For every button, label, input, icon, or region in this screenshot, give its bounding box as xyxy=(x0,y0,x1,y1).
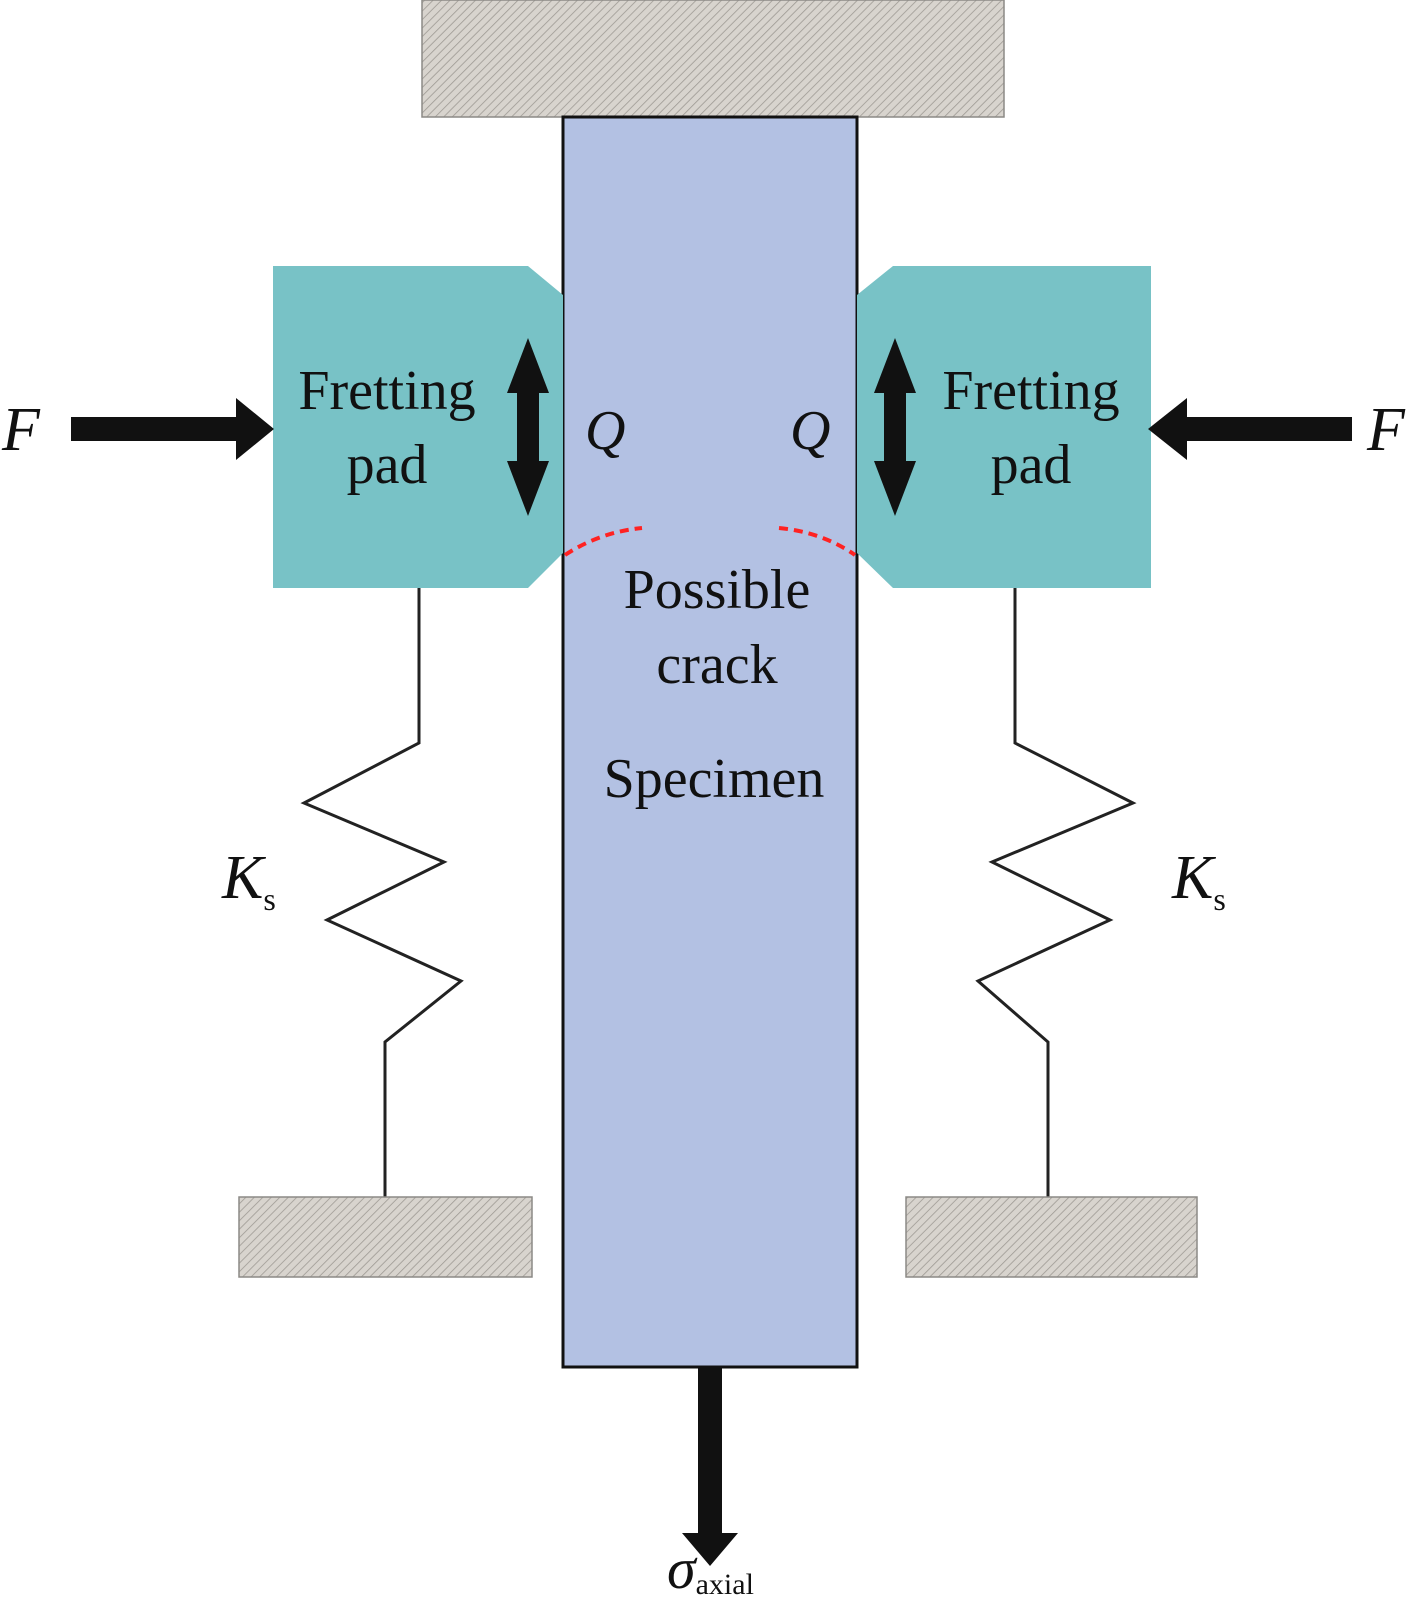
force-left-label: F xyxy=(1,396,41,464)
fretting-pad-left xyxy=(273,266,563,588)
force-right-label: F xyxy=(1366,396,1406,464)
spring-right-label-main: K xyxy=(1171,844,1217,912)
ground-block-right xyxy=(905,1196,1198,1278)
crack-line-right xyxy=(778,526,857,557)
spring-left-label-main: K xyxy=(221,844,267,912)
axial-stress-label-main: σ xyxy=(667,1536,698,1598)
pad-right-label-line1: Fretting xyxy=(942,360,1119,422)
pad-left-label-line2: pad xyxy=(347,434,428,496)
pad-right-label-line2: pad xyxy=(991,434,1072,496)
spring-left-label: Ks xyxy=(221,844,276,917)
fretting-pad-right xyxy=(857,266,1151,588)
spring-left-label-sub: s xyxy=(263,881,275,917)
tangential-arrow-left xyxy=(507,338,549,516)
specimen-bar xyxy=(561,115,859,1369)
pad-left-label-line1: Fretting xyxy=(298,360,475,422)
crack-label-line2: crack xyxy=(656,634,777,696)
force-arrow-left xyxy=(71,398,274,460)
spring-right-label: Ks xyxy=(1171,844,1226,917)
spring-right-label-sub: s xyxy=(1213,881,1225,917)
axial-stress-label: σaxial xyxy=(667,1536,754,1598)
crack-label-line1: Possible xyxy=(624,559,811,621)
ground-block-left xyxy=(238,1196,533,1278)
axial-stress-label-sub: axial xyxy=(696,1568,754,1598)
axial-stress-arrow xyxy=(682,1367,738,1566)
spring-left xyxy=(300,588,464,1197)
tangential-arrow-right xyxy=(874,338,916,516)
tangential-right-label: Q xyxy=(790,400,830,462)
spring-right xyxy=(975,588,1137,1197)
specimen-label: Specimen xyxy=(604,748,825,810)
tangential-left-label: Q xyxy=(585,400,625,462)
force-arrow-right xyxy=(1148,398,1352,460)
top-ground-block xyxy=(421,0,1005,118)
crack-line-left xyxy=(563,526,643,557)
